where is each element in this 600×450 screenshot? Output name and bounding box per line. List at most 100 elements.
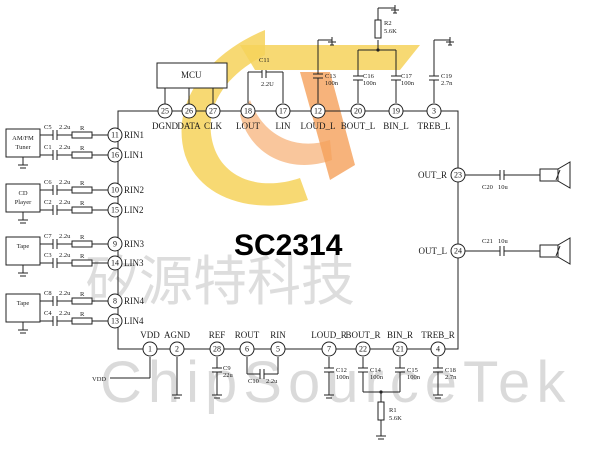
top-pin-8-number: 3 (432, 107, 436, 116)
bottom-pin-label: VDD (140, 330, 160, 340)
bottom-pin-7-circle (392, 341, 408, 357)
input-pin-circle (107, 313, 123, 329)
cap-val: 2.2u (59, 179, 71, 186)
logo-orange-t (300, 72, 355, 180)
right-pin-1-number: 24 (454, 247, 462, 256)
cap-ref: C4 (44, 310, 52, 317)
bottom-pin-label: AGND (164, 330, 190, 340)
source-label-line1: AM/FM (12, 135, 34, 142)
bottom-pin-label: REF (209, 330, 226, 340)
cap-ref: C6 (44, 179, 52, 186)
resistor-label: R (80, 125, 85, 132)
c19-ref: C19 (441, 73, 452, 80)
c17-ref: C17 (401, 73, 413, 80)
c18-ref: C18 (445, 367, 456, 374)
c19-ground-icon (446, 37, 454, 46)
c18-val: 2.7n (445, 374, 457, 381)
c21-val: 10u (498, 238, 509, 245)
cap-val: 2.2u (59, 233, 71, 240)
input-pin-number: 15 (111, 206, 119, 215)
c12-wiring (324, 357, 334, 399)
resistor-label: R (80, 145, 85, 152)
c13-wiring (313, 39, 332, 103)
source-box (5, 128, 41, 158)
c20-ref: C20 (482, 184, 493, 191)
c14-val: 100n (370, 374, 384, 381)
c9-ref: C9 (223, 365, 231, 372)
top-pin-label: BOUT_L (341, 121, 376, 131)
right-pin-label: OUT_L (419, 246, 448, 256)
resistor-label: R (80, 291, 85, 298)
input-pin-number: 8 (113, 297, 117, 306)
top-pin-label: CLK (204, 121, 223, 131)
c11-ref: C11 (259, 57, 270, 64)
input-pin-circle (107, 182, 123, 198)
cap-ref: C7 (44, 233, 52, 240)
r2-ground-icon (377, 5, 399, 20)
vdd-label: VDD (92, 376, 106, 383)
input-pin-number: 13 (111, 317, 119, 326)
input-pin-label: RIN1 (124, 130, 144, 140)
input-pin-circle (107, 255, 123, 271)
input-pin-circle (107, 147, 123, 163)
c18-wiring (433, 357, 443, 399)
source-label-line1: Tape (17, 243, 30, 250)
c12-val: 100n (336, 374, 350, 381)
c19-val: 2.7n (441, 80, 453, 87)
top-pin-label: LOUT (236, 121, 260, 131)
source-label-line1: CD (18, 190, 27, 197)
input-pin-circle (107, 293, 123, 309)
vdd-wiring (110, 357, 151, 379)
bottom-pin-3-circle (239, 341, 255, 357)
mcu-wires (164, 88, 214, 104)
cap-val: 2.2u (59, 199, 71, 206)
logo-watermark (181, 30, 420, 206)
r2-junction (376, 48, 380, 52)
mcu-box (156, 62, 228, 89)
source-label-line1: Tape (17, 300, 30, 307)
c14-ref: C14 (370, 367, 382, 374)
source-label-line2: Tuner (15, 144, 31, 151)
source-box (5, 236, 41, 266)
c10-val: 2.2u (266, 378, 278, 385)
input-pin-label: RIN2 (124, 185, 144, 195)
resistor-label: R (80, 234, 85, 241)
c10-ref: C10 (248, 378, 259, 385)
r1-junction (379, 390, 383, 394)
top-pin-5-number: 12 (314, 107, 322, 116)
cap-val: 2.2u (59, 252, 71, 259)
input-resistor (71, 297, 93, 305)
bottom-pin-5-number: 7 (327, 345, 331, 354)
cap-val: 2.2u (59, 310, 71, 317)
top-pin-7-circle (388, 103, 404, 119)
bottom-pin-2-circle (209, 341, 225, 357)
resistor-label: R (80, 180, 85, 187)
cap-ref: C5 (44, 124, 52, 131)
bottom-pin-1-circle (169, 341, 185, 357)
resistor-label: R (80, 200, 85, 207)
top-pin-label: TREB_L (418, 121, 451, 131)
input-resistor (71, 240, 93, 248)
bottom-pin-2-number: 28 (213, 345, 221, 354)
bottom-pin-5-circle (321, 341, 337, 357)
chip-label: SC2314 (234, 229, 343, 262)
speaker-left-icon (539, 237, 571, 265)
top-pin-2-number: 27 (209, 107, 217, 116)
resistor-label: R (80, 311, 85, 318)
cap-ref: C2 (44, 199, 52, 206)
top-pin-label: LOUD_L (301, 121, 336, 131)
top-pin-label: DATA (177, 121, 201, 131)
top-pin-label: DGND (152, 121, 178, 131)
input-pin-circle (107, 202, 123, 218)
speaker-right-icon (539, 161, 571, 189)
input-resistor (71, 131, 93, 139)
top-pin-row: 25DGND26DATA27CLK18LOUT17LIN12LOUD_L20BO… (152, 103, 451, 131)
c11-wiring (247, 70, 284, 103)
r1-ground-icon (376, 420, 386, 440)
c9-wiring (212, 357, 222, 399)
input-pin-circle (107, 127, 123, 143)
c16-c17-wiring (353, 40, 401, 103)
input-pin-label: LIN2 (124, 205, 144, 215)
